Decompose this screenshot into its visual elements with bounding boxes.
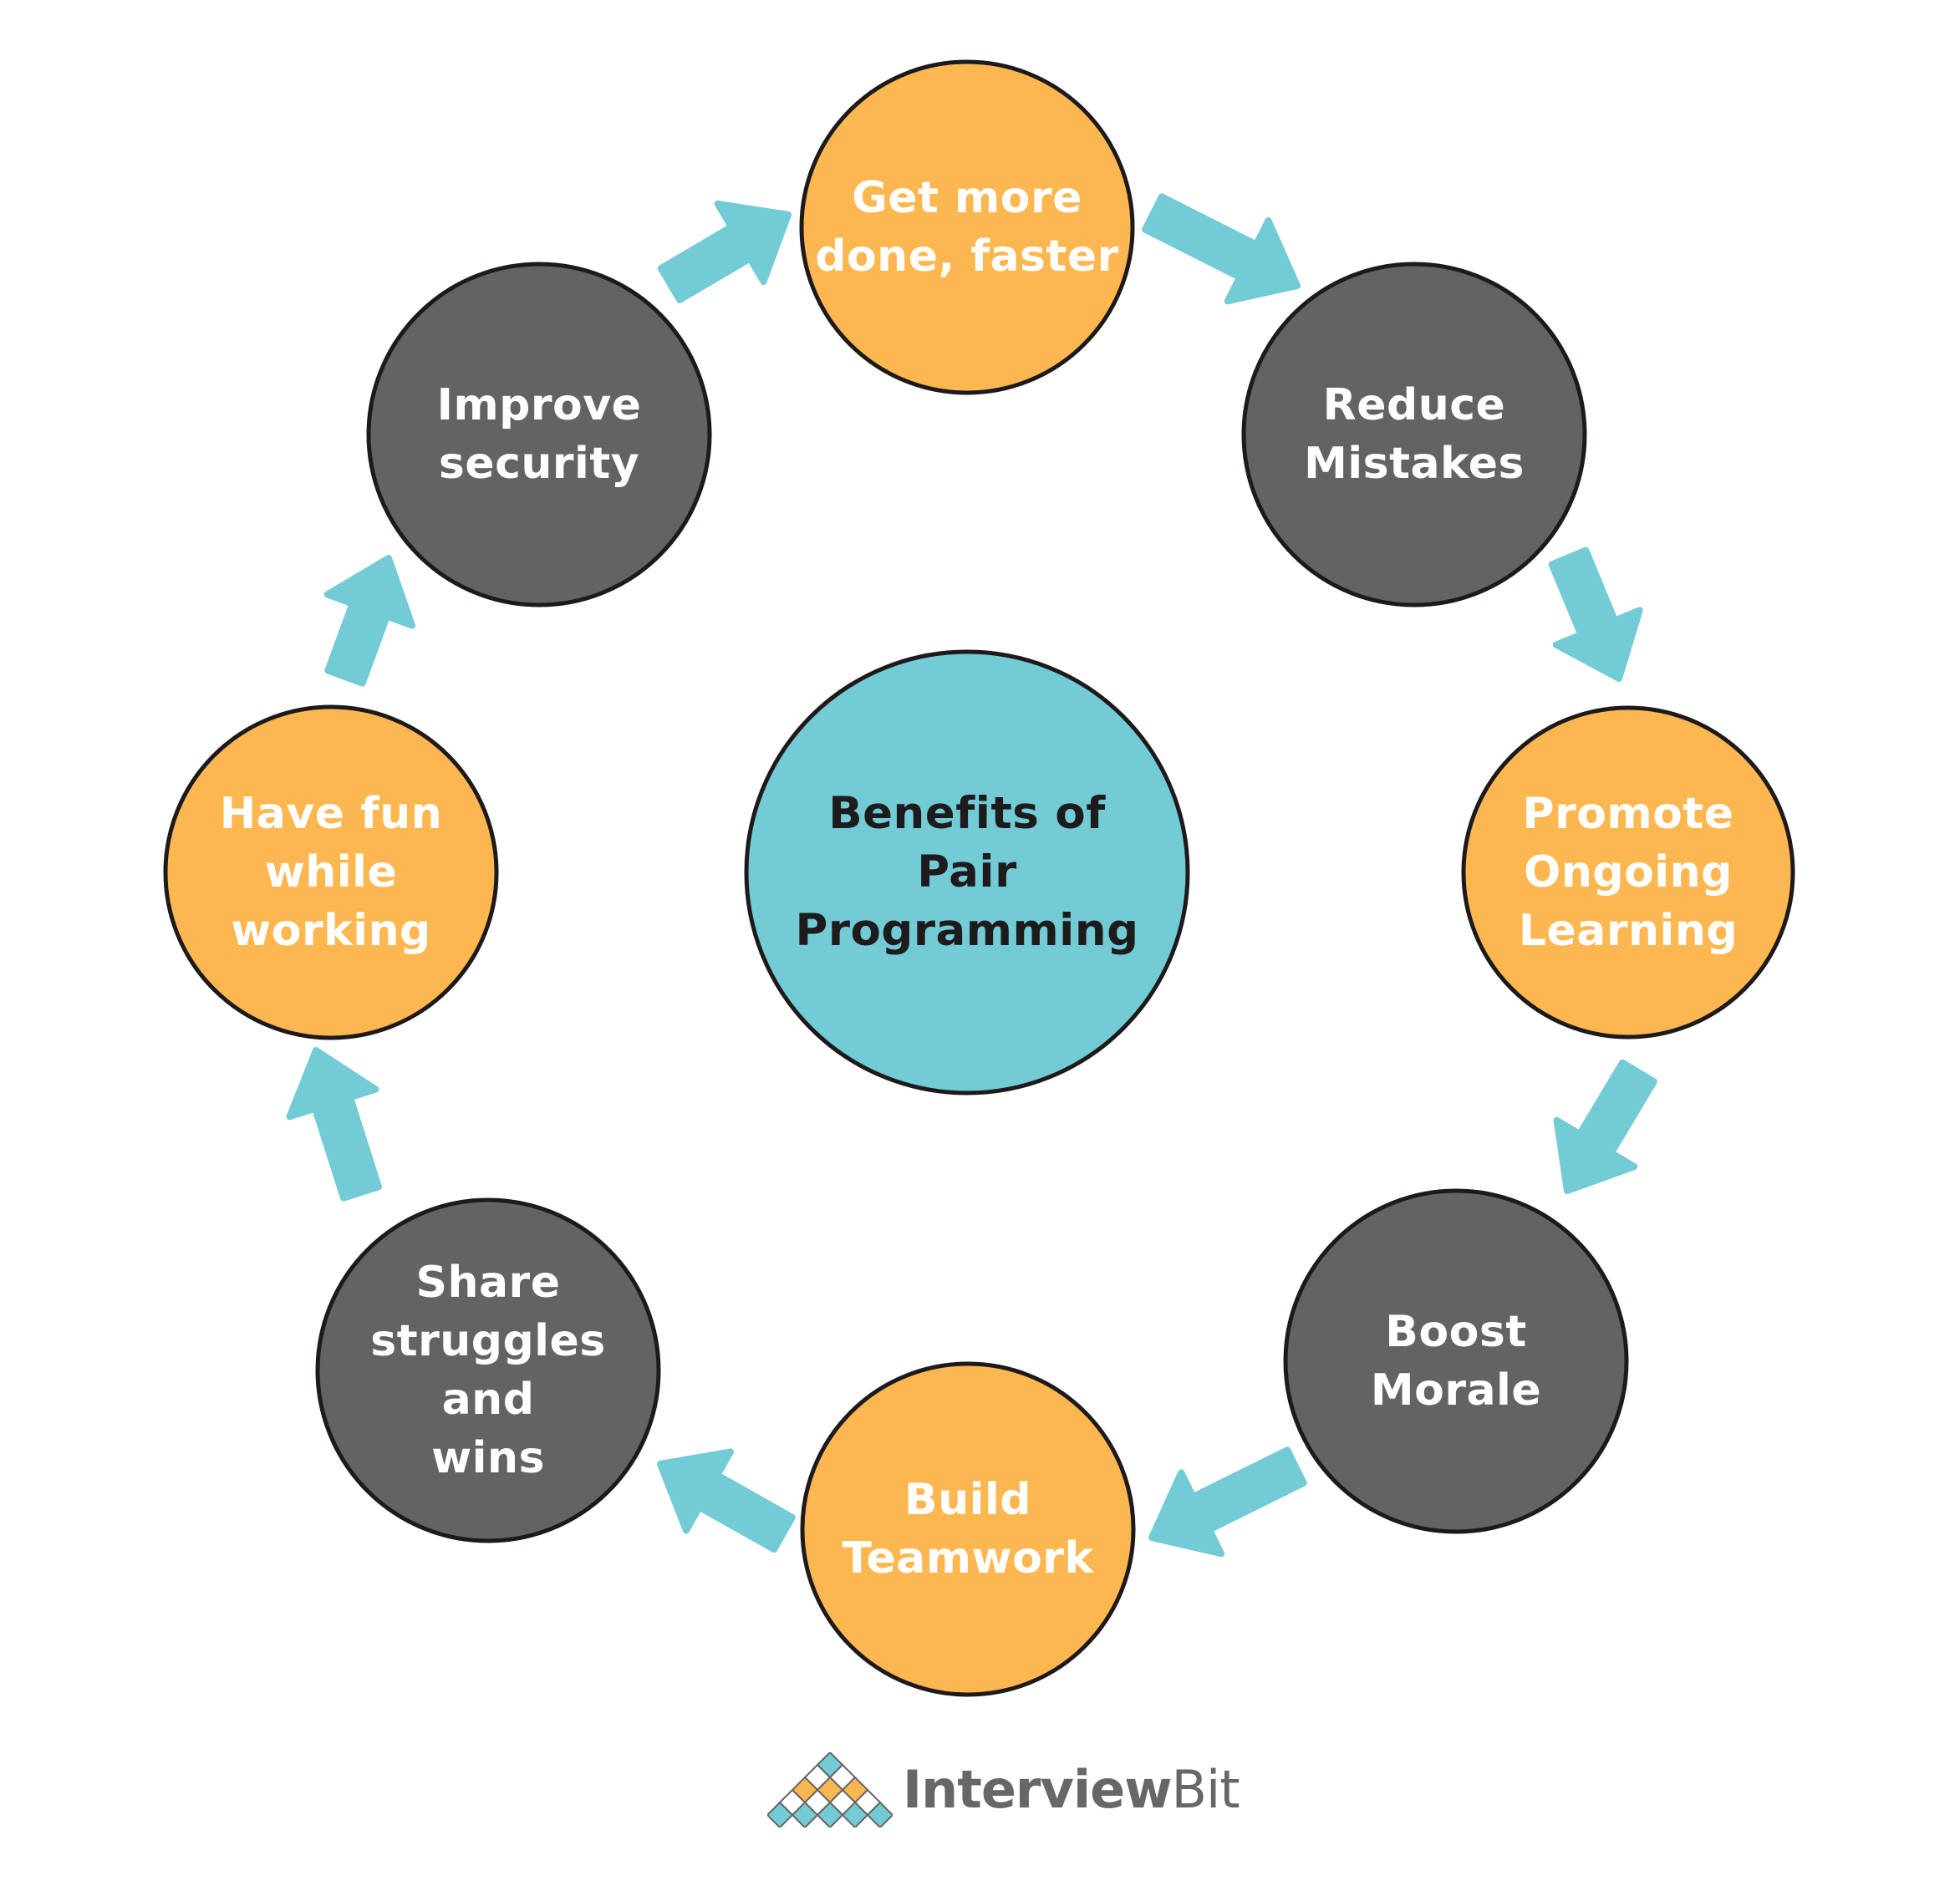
- node-label-improve-security: Improve security: [369, 264, 710, 605]
- node-label-line: struggles: [370, 1316, 606, 1366]
- benefit-node: [799, 59, 1135, 395]
- logo-diamond-tile: [767, 1801, 794, 1828]
- node-label-line: Promote: [1522, 789, 1734, 839]
- node-label-line: done, faster: [815, 231, 1119, 282]
- cycle-arrow-icon: [1142, 193, 1301, 305]
- node-label-line: security: [438, 439, 640, 489]
- center-title-line: Benefits of: [828, 788, 1106, 839]
- logo-diamond-tile: [791, 1801, 819, 1828]
- benefit-node: [163, 704, 499, 1040]
- benefit-node: [315, 1197, 661, 1543]
- logo-diamond-tile: [866, 1801, 893, 1828]
- node-label-line: Have fun: [219, 789, 443, 839]
- benefit-node: [1461, 705, 1795, 1040]
- logo-wordmark-light: Bit: [1171, 1759, 1240, 1820]
- cycle-arrow-icon: [657, 200, 792, 303]
- node-label-line: working: [231, 906, 431, 956]
- cycle-arrow-icon: [1553, 1059, 1657, 1195]
- logo-wordmark: InterviewBit: [903, 1764, 1240, 1816]
- node-label-line: Learning: [1518, 906, 1739, 956]
- center-title-line: Pair: [917, 846, 1017, 897]
- node-label-line: Improve: [436, 380, 642, 430]
- node-label-line: while: [264, 847, 398, 897]
- node-label-line: Build: [904, 1475, 1032, 1525]
- logo-diamond-tile: [841, 1801, 869, 1828]
- node-label-build-teamwork: Build Teamwork: [802, 1364, 1133, 1695]
- benefit-node: [1283, 1188, 1629, 1534]
- node-label-line: Boost: [1385, 1307, 1527, 1357]
- cycle-arrow-icon: [323, 554, 416, 687]
- cycle-arrow-icon: [1148, 1446, 1307, 1558]
- node-label-line: Teamwork: [842, 1533, 1094, 1584]
- benefit-node: [800, 1361, 1136, 1697]
- node-label-get-more-done: Get more done, faster: [802, 62, 1133, 393]
- logo-diamond-tile: [816, 1801, 844, 1828]
- node-label-share-struggles: Share struggles and wins: [318, 1200, 659, 1541]
- node-label-line: Share: [415, 1258, 561, 1308]
- node-label-line: Ongoing: [1524, 847, 1733, 897]
- benefit-node: [1241, 262, 1587, 608]
- center-title-line: Programming: [795, 905, 1139, 956]
- benefit-node: [366, 262, 712, 608]
- node-label-reduce-mistakes: Reduce Mistakes: [1244, 264, 1585, 605]
- interviewbit-logo: InterviewBit: [767, 1750, 1240, 1830]
- node-label-line: Morale: [1370, 1365, 1542, 1416]
- node-label-line: Mistakes: [1304, 439, 1525, 489]
- node-label-promote-learning: Promote Ongoing Learning: [1464, 708, 1793, 1037]
- node-label-boost-morale: Boost Morale: [1285, 1191, 1627, 1532]
- node-label-line: and: [441, 1375, 535, 1425]
- logo-wordmark-bold: Interview: [903, 1759, 1172, 1820]
- center-node: [744, 649, 1190, 1096]
- center-title: Benefits of Pair Programming: [746, 652, 1188, 1093]
- node-label-line: Reduce: [1322, 380, 1506, 430]
- cycle-arrow-icon: [286, 1046, 382, 1202]
- node-label-line: Get more: [852, 173, 1082, 223]
- cycle-arrow-icon: [656, 1448, 796, 1553]
- node-label-have-fun: Have fun while working: [165, 707, 496, 1038]
- node-label-line: wins: [431, 1433, 545, 1483]
- logo-diamond-icon: [767, 1752, 893, 1828]
- cycle-arrow-icon: [1548, 547, 1643, 683]
